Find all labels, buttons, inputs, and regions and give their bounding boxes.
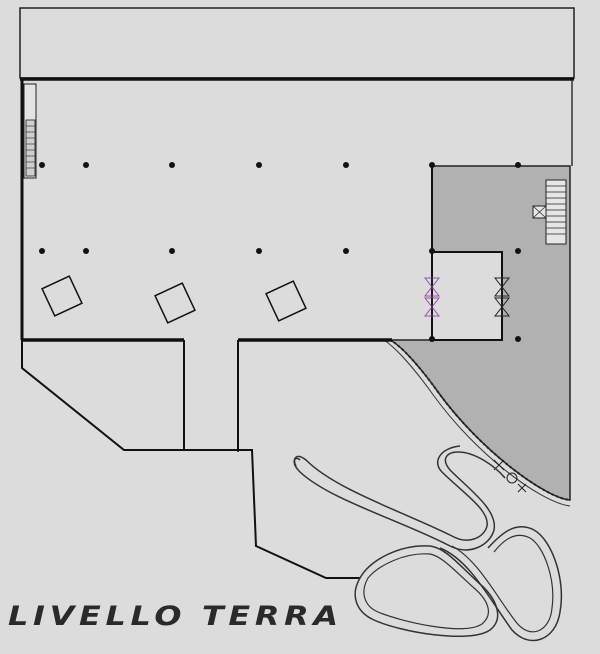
top-band [19, 7, 575, 79]
column-icon [515, 336, 521, 342]
column-icon [429, 162, 435, 168]
column-icon [169, 248, 175, 254]
staircase-icon [23, 83, 37, 179]
inner-room [431, 251, 503, 341]
column-grid [39, 162, 521, 342]
lower-left-room [21, 340, 185, 451]
door-swing-icon [493, 276, 511, 318]
column-icon [83, 162, 89, 168]
column-icon [256, 162, 262, 168]
winding-loop [354, 545, 499, 638]
door-swing-icon [423, 276, 441, 318]
column-icon [515, 248, 521, 254]
column-icon [39, 248, 45, 254]
column-icon [515, 162, 521, 168]
column-icon [343, 248, 349, 254]
staircase-icon [532, 179, 567, 245]
display-case-icon [41, 275, 83, 317]
column-icon [256, 248, 262, 254]
winding-path [293, 451, 506, 551]
winding-loop [439, 526, 563, 642]
corridor-bottom [184, 449, 360, 579]
column-icon [39, 162, 45, 168]
column-icon [83, 248, 89, 254]
display-case-icon [265, 280, 307, 322]
column-icon [429, 248, 435, 254]
column-icon [169, 162, 175, 168]
display-case-icon [154, 282, 196, 324]
column-icon [343, 162, 349, 168]
column-icon [429, 336, 435, 342]
floor-title: LIVELLO TERRA [8, 601, 343, 632]
